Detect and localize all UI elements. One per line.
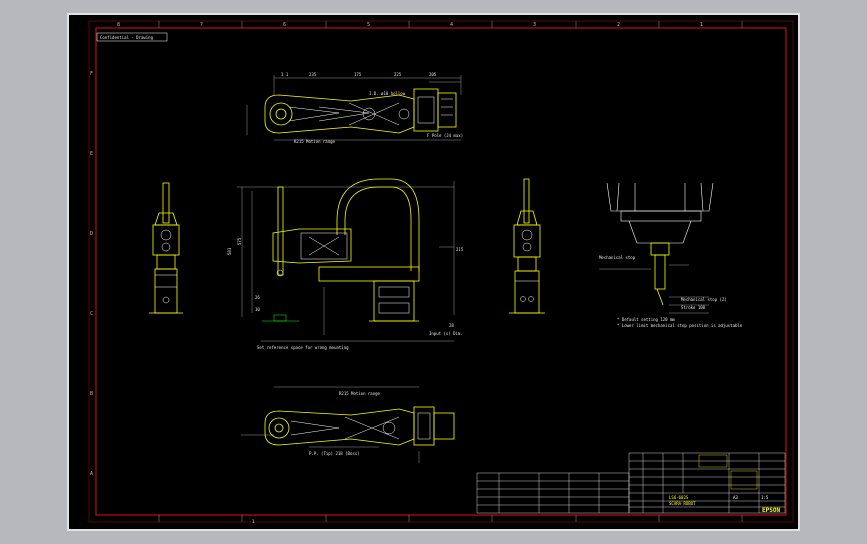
note: I.D. ø18 hollow bbox=[369, 91, 406, 96]
row-tick-labels: F E D C B A bbox=[90, 71, 93, 477]
row-tick: E bbox=[90, 151, 93, 157]
note: P.P. (Tip) 218 (Boss) bbox=[309, 451, 360, 456]
note: Set reference space for wrong mounting bbox=[257, 345, 349, 350]
dim-label: 235 bbox=[309, 72, 317, 77]
footnote: * Lower limit mechanical stop position i… bbox=[617, 323, 743, 328]
col-tick: 5 bbox=[367, 22, 370, 28]
footnote: * Default setting 120 mm bbox=[617, 317, 675, 322]
note: Mechanical stop bbox=[599, 255, 636, 260]
right-side-view bbox=[509, 178, 545, 314]
row-tick: D bbox=[90, 231, 93, 237]
dim-label: 10 bbox=[255, 307, 260, 312]
dim-label: 26 bbox=[255, 295, 260, 300]
title-tag-box bbox=[96, 32, 168, 42]
dim-label: 205 bbox=[429, 72, 437, 77]
note: R215 Motion range bbox=[294, 139, 336, 144]
dim-label: 215 bbox=[456, 247, 464, 252]
detail-view: Mechanical stop Mechanical stop (Z) Stro… bbox=[599, 182, 743, 328]
title-block-text: A3 bbox=[733, 495, 738, 500]
column-tick-labels: 8 7 6 5 4 3 2 1 bbox=[117, 22, 703, 28]
col-tick: 2 bbox=[617, 22, 620, 28]
drawing-frame bbox=[95, 27, 787, 516]
cad-drawing: 8 7 6 5 4 3 2 1 F E D C B A Confidential… bbox=[88, 20, 794, 524]
dim-label: 575 bbox=[237, 237, 242, 245]
left-side-view bbox=[149, 182, 183, 314]
title-tag: Confidential - Drawing bbox=[100, 35, 154, 40]
title-block-text: LS6-602S bbox=[669, 495, 689, 500]
bottom-arm-view: P.P. (Tip) 218 (Boss) R215 Motion range bbox=[241, 386, 455, 463]
dim-label: 28 bbox=[449, 323, 454, 328]
note: R215 Motion range bbox=[339, 391, 381, 396]
company-logo: EPSON bbox=[762, 507, 780, 514]
col-tick: 4 bbox=[450, 22, 453, 28]
row-tick: A bbox=[90, 471, 93, 477]
row-tick: F bbox=[90, 71, 93, 77]
dim-label: 583 bbox=[227, 247, 232, 255]
top-view: 1 1 235 175 225 205 R215 Motion range I.… bbox=[246, 72, 463, 144]
column-ticks bbox=[158, 21, 743, 522]
note: Stroke 100 bbox=[681, 305, 706, 310]
front-view: 583 575 215 26 10 28 Set reference s bbox=[227, 178, 464, 350]
dim-label: 225 bbox=[394, 72, 402, 77]
origin-mark: 1 bbox=[252, 519, 255, 524]
note: F Pole (J4 max) bbox=[427, 133, 463, 138]
title-block-text: 1:5 bbox=[761, 495, 769, 500]
row-tick: B bbox=[90, 391, 93, 397]
col-tick: 1 bbox=[700, 22, 703, 28]
title-block-text: SCARA ROBOT bbox=[669, 501, 696, 506]
dim-label: 1 1 bbox=[281, 72, 289, 77]
title-block bbox=[476, 452, 786, 514]
row-tick: C bbox=[90, 311, 93, 317]
col-tick: 6 bbox=[283, 22, 286, 28]
col-tick: 3 bbox=[533, 22, 536, 28]
dim-label: 175 bbox=[354, 72, 362, 77]
col-tick: 8 bbox=[117, 22, 120, 28]
cad-viewport[interactable]: 8 7 6 5 4 3 2 1 F E D C B A Confidential… bbox=[67, 13, 800, 531]
note: Input (s) Dim. bbox=[429, 331, 463, 336]
col-tick: 7 bbox=[200, 22, 203, 28]
drawing-frame-outer bbox=[88, 20, 794, 523]
note: Mechanical stop (Z) bbox=[681, 297, 727, 302]
